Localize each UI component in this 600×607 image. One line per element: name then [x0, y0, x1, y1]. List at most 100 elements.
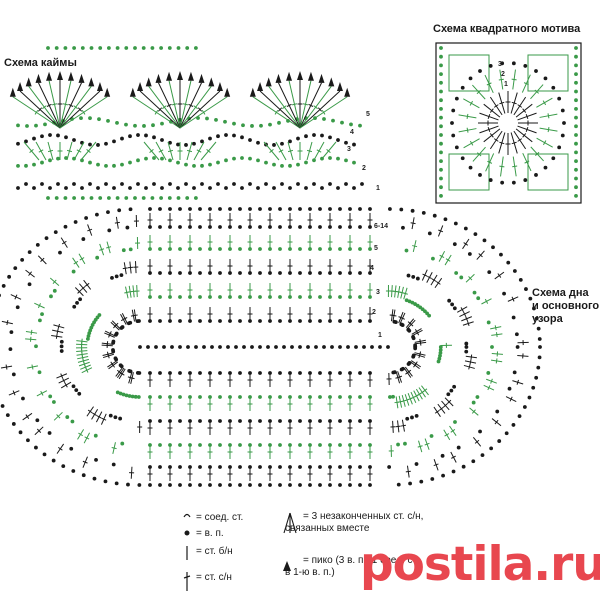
chain-stitch — [532, 306, 536, 311]
chain-stitch — [53, 230, 58, 235]
legend-single-crochet-label: = ст. б/н — [196, 546, 233, 557]
stitch-crossbar — [92, 412, 97, 417]
chain-stitch — [461, 464, 466, 469]
chain-stitch — [198, 225, 202, 229]
chain-stitch — [218, 483, 222, 487]
chain-stitch — [63, 46, 68, 50]
chain-stitch — [96, 162, 100, 167]
chain-stitch — [238, 465, 242, 469]
chain-stitch — [318, 395, 322, 399]
chain-stitch — [338, 271, 342, 275]
chain-stitch — [124, 393, 129, 398]
chain-stitch — [490, 345, 494, 349]
chain-stitch — [430, 477, 435, 481]
stitch-crossbar — [87, 228, 93, 232]
stitch-crossbar — [434, 410, 440, 414]
chain-stitch — [16, 186, 20, 190]
chain-stitch — [32, 186, 36, 190]
chain-stitch — [368, 207, 372, 211]
chain-stitch — [11, 372, 16, 377]
chain-stitch — [456, 445, 461, 450]
chain-stitch — [439, 194, 443, 198]
chain-stitch — [340, 120, 344, 125]
chain-stitch — [370, 345, 374, 349]
picot-mark — [328, 77, 335, 87]
chain-stitch — [95, 212, 99, 217]
chain-stitch — [278, 395, 282, 399]
chain-stitch — [264, 160, 268, 165]
chain-stitch — [48, 133, 52, 137]
picot-mark — [17, 82, 24, 92]
chain-stitch — [159, 196, 164, 200]
picot-mark — [307, 71, 314, 81]
chain-stitch — [312, 182, 316, 186]
chain-stitch — [574, 89, 578, 94]
chain-stitch — [78, 297, 83, 302]
chain-stitch — [497, 439, 502, 443]
stitch-crossbar — [269, 149, 274, 153]
chain-stitch — [0, 293, 1, 298]
chain-stitch — [205, 116, 209, 121]
chain-stitch — [318, 225, 322, 229]
chain-stitch — [574, 115, 578, 120]
chain-stitch — [258, 295, 262, 299]
chain-stitch — [410, 415, 414, 420]
chain-stitch — [56, 182, 60, 186]
chain-stitch — [574, 63, 578, 68]
chain-stitch — [403, 441, 407, 446]
chain-stitch — [159, 46, 164, 50]
chain-stitch — [443, 217, 448, 222]
chain-stitch — [170, 345, 174, 349]
chain-stitch — [121, 392, 126, 397]
stitch-crossbar — [405, 470, 411, 473]
chain-stitch — [562, 121, 566, 125]
chain-stitch — [439, 141, 443, 146]
chain-stitch — [96, 143, 100, 147]
stitch-crossbar — [154, 110, 159, 115]
chain-stitch — [415, 276, 420, 281]
chain-stitch — [71, 469, 76, 473]
stitch-crossbar — [127, 266, 134, 269]
stitch-crossbar — [524, 160, 530, 164]
chain-stitch — [35, 242, 40, 247]
chain-stitch — [438, 345, 443, 349]
chain-stitch — [298, 225, 302, 229]
chain-stitch — [328, 207, 332, 211]
chain-stitch — [449, 388, 454, 393]
chain-stitch — [278, 207, 282, 211]
chain-stitch — [560, 108, 565, 113]
chain-stitch — [486, 371, 491, 375]
chain-stitch — [318, 295, 322, 299]
chain-stitch — [218, 271, 222, 275]
chain-stitch — [178, 443, 182, 447]
chain-stitch — [258, 247, 262, 251]
chain-stitch — [280, 182, 284, 186]
chain-stitch — [534, 316, 539, 321]
chain-stitch — [304, 134, 308, 139]
chain-stitch — [137, 319, 141, 323]
chain-stitch — [288, 207, 292, 211]
chain-stitch — [298, 443, 302, 447]
chain-stitch — [34, 445, 38, 450]
chain-stitch — [318, 247, 322, 251]
chain-stitch — [176, 46, 181, 50]
legend-slip-stitch-label: = соед. ст. — [196, 512, 244, 523]
chain-stitch — [56, 156, 60, 161]
chain-stitch — [80, 186, 84, 190]
chain-stitch — [120, 136, 124, 141]
chain-stitch — [358, 419, 362, 423]
stitch-crossbar — [166, 103, 172, 107]
stitch-crossbar — [460, 307, 464, 312]
chain-stitch — [527, 395, 532, 400]
chain-stitch — [441, 473, 445, 478]
stitch-crossbar — [193, 105, 198, 110]
chain-stitch — [258, 345, 262, 349]
chain-stitch — [391, 370, 396, 375]
chain-stitch — [232, 182, 236, 186]
stitch-crossbar — [494, 325, 497, 331]
chain-stitch — [176, 196, 181, 200]
stitch-crossbar — [525, 126, 529, 133]
chain-stitch — [141, 46, 146, 50]
stitch-crossbar — [114, 322, 119, 327]
chain-stitch — [336, 138, 340, 142]
